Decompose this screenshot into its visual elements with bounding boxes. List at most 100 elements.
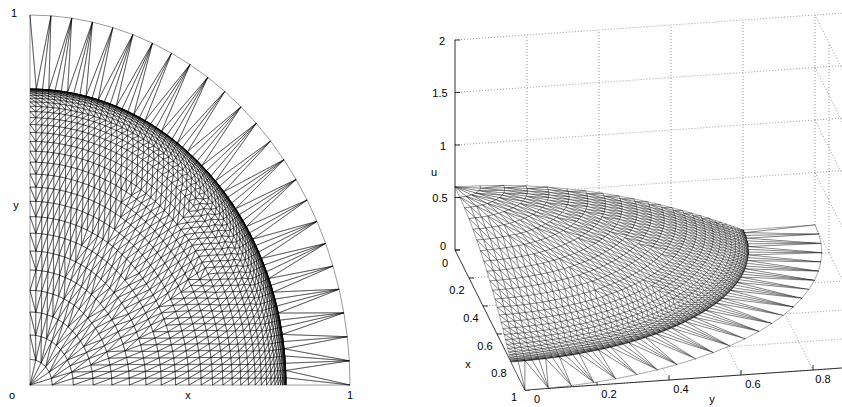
mesh-triangle: [54, 126, 60, 134]
mesh-triangle: [169, 154, 174, 162]
mesh-triangle: [220, 344, 230, 351]
mesh-triangle: [200, 268, 208, 279]
mesh-triangle: [194, 292, 206, 298]
mesh-triangle: [120, 225, 131, 237]
mesh-triangle: [200, 226, 208, 232]
mesh-triangle: [30, 233, 36, 251]
mesh-triangle: [105, 168, 110, 180]
mesh-triangle: [77, 169, 83, 181]
mesh-triangle: [200, 274, 211, 280]
mesh-triangle: [225, 230, 230, 236]
mesh-triangle: [220, 305, 229, 312]
mesh-triangle: [127, 153, 132, 162]
mesh-triangle: [88, 133, 94, 141]
mesh-triangle: [77, 157, 83, 168]
mesh-triangle: [30, 98, 36, 102]
mesh-triangle: [229, 298, 237, 305]
mesh-triangle: [139, 338, 155, 345]
mesh-triangle: [205, 292, 216, 298]
mesh-triangle: [239, 351, 247, 358]
mesh-triangle: [226, 273, 234, 279]
mesh-triangle: [270, 357, 274, 364]
mesh-triangle: [42, 271, 48, 291]
mesh-triangle: [143, 265, 154, 278]
mesh-triangle: [222, 225, 227, 231]
mesh-triangle: [172, 225, 181, 235]
mesh-triangle: [30, 132, 36, 141]
mesh-triangle: [255, 364, 261, 371]
mesh-triangle: [59, 220, 65, 237]
mesh-triangle: [280, 378, 282, 385]
mesh-triangle: [259, 317, 264, 324]
mesh-triangle: [203, 280, 214, 286]
mesh-triangle: [56, 327, 72, 346]
mesh-triangle: [211, 273, 220, 280]
mesh-triangle: [196, 298, 207, 304]
mesh-triangle: [167, 175, 173, 182]
mesh-triangle: [160, 215, 169, 225]
mesh-triangle: [48, 133, 54, 142]
mesh-triangle: [231, 285, 238, 291]
mesh-triangle: [127, 357, 144, 364]
mesh-triangle: [100, 168, 106, 180]
mesh-triangle: [109, 357, 127, 364]
mesh-triangle: [164, 215, 173, 225]
mesh-triangle: [200, 357, 211, 364]
mesh-triangle: [36, 233, 42, 251]
mesh-triangle: [76, 243, 82, 262]
mesh-triangle: [248, 317, 254, 324]
mesh-triangle: [127, 351, 144, 358]
mesh-triangle: [271, 307, 273, 314]
mesh-triangle: [161, 378, 175, 385]
mesh-triangle: [36, 162, 42, 174]
mesh-triangle: [129, 279, 143, 291]
mesh-triangle: [227, 331, 236, 338]
mesh-triangle: [165, 280, 176, 293]
mesh-triangle: [121, 176, 126, 189]
mesh-triangle: [272, 343, 275, 350]
mesh-triangle: [141, 193, 150, 203]
mesh-triangle: [267, 309, 270, 317]
mesh-triangle: [138, 243, 149, 255]
mesh-triangle: [161, 251, 171, 263]
mesh-triangle: [121, 189, 126, 203]
mesh-triangle: [36, 291, 42, 313]
mesh-triangle: [176, 311, 189, 318]
mesh-triangle: [222, 364, 231, 371]
mesh-triangle: [36, 174, 42, 187]
mesh-triangle: [217, 255, 225, 261]
mesh-triangle: [271, 378, 275, 385]
mesh-triangle: [160, 365, 174, 372]
mesh-triangle: [82, 228, 87, 246]
mesh-triangle: [141, 345, 157, 352]
mesh-triangle: [65, 222, 71, 239]
mesh-triangle: [212, 378, 222, 385]
mesh-triangle: [111, 144, 116, 153]
mesh-triangle: [88, 126, 94, 133]
mesh-triangle: [164, 163, 169, 171]
mesh-triangle: [110, 170, 115, 182]
mesh-triangle: [185, 262, 194, 274]
mesh-triangle: [265, 323, 269, 331]
mesh-triangle: [230, 351, 239, 358]
mesh-triangle: [174, 358, 187, 365]
mesh-triangle: [111, 185, 116, 198]
mesh-triangle: [237, 337, 245, 344]
mesh-triangle: [112, 255, 122, 271]
mesh-triangle: [30, 363, 46, 385]
mesh-triangle: [271, 336, 274, 343]
mesh-triangle: [105, 142, 111, 151]
mesh-triangle: [105, 160, 111, 170]
mesh-triangle: [54, 164, 60, 176]
mesh-triangle: [67, 347, 86, 360]
mesh-triangle: [159, 146, 164, 153]
mesh-triangle: [126, 210, 137, 221]
mesh-triangle: [111, 371, 129, 378]
mesh-triangle: [30, 270, 36, 290]
mesh-triangle: [228, 337, 237, 344]
mesh-triangle: [116, 185, 121, 198]
mesh-triangle: [158, 167, 164, 174]
mesh-triangle: [207, 238, 215, 244]
mesh-triangle: [129, 371, 146, 378]
mesh-triangle: [36, 98, 42, 102]
